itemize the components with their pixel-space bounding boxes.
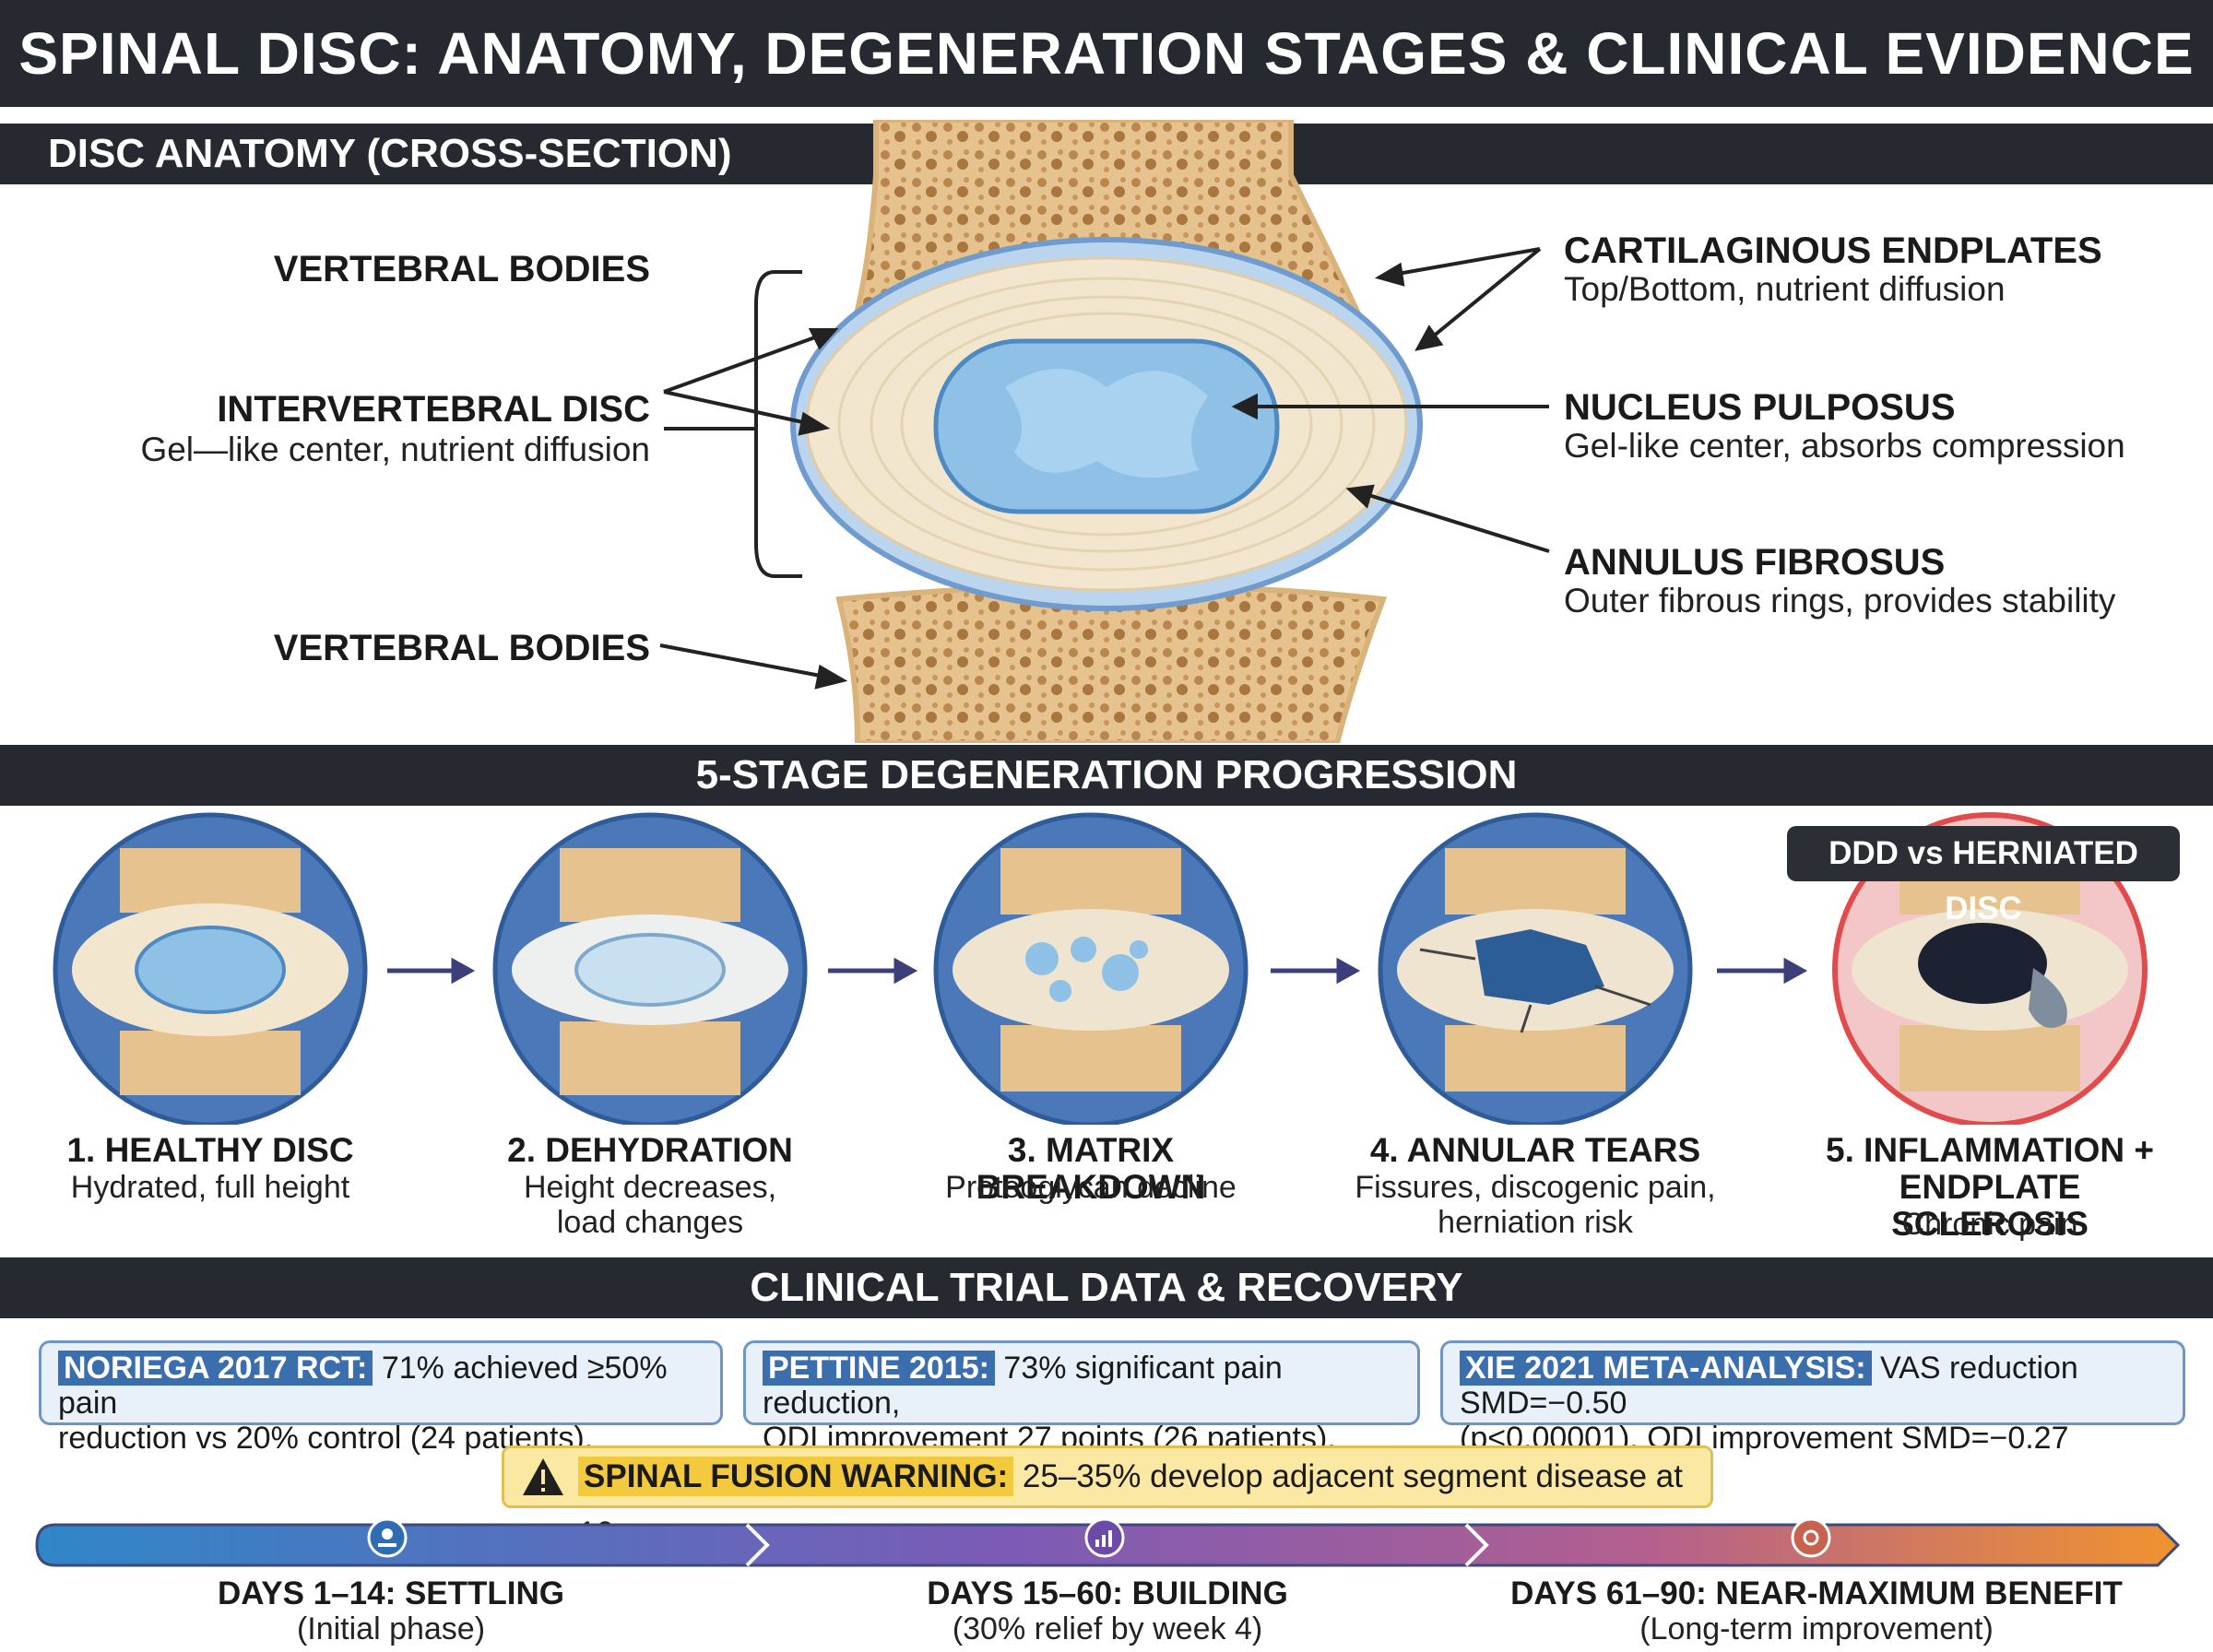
label-annulus-fibrosus-sub: Outer fibrous rings, provides stability (1564, 582, 2116, 620)
trial-card-pettine: PETTINE 2015: 73% significant pain reduc… (743, 1340, 1420, 1456)
stage-3-desc: Proteoglycan decline (945, 1170, 1237, 1205)
building-chart-icon (1084, 1517, 1125, 1558)
trial-key: NORIEGA 2017 RCT: (58, 1351, 373, 1386)
timeline-phase-1-desc: (Initial phase) (296, 1611, 486, 1646)
stage-5-title: 5. INFLAMMATION + (1826, 1131, 2154, 1169)
trial-text: 73% significant pain reduction, (763, 1351, 1283, 1421)
label-annulus-fibrosus: ANNULUS FIBROSUS (1564, 542, 1946, 583)
stage-2-desc: Height decreases, (523, 1170, 777, 1205)
stage-5-title-2: ENDPLATE SCLEROSIS (1891, 1168, 2089, 1243)
stage-5-inflammation-icon (1832, 812, 2148, 1125)
label-nucleus-pulposus: NUCLEUS PULPOSUS (1564, 387, 1956, 428)
warning-key: SPINAL FUSION WARNING: (578, 1457, 1014, 1496)
page-title: SPINAL DISC: ANATOMY, DEGENERATION STAGE… (0, 0, 2213, 107)
trial-text: VAS reduction SMD=−0.50 (1460, 1351, 2078, 1421)
trial-key: PETTINE 2015: (763, 1351, 995, 1386)
trial-card-xie: XIE 2021 META-ANALYSIS: VAS reduction SM… (1440, 1340, 2185, 1491)
timeline-phase-2-desc: (30% relief by week 4) (952, 1611, 1263, 1646)
timeline-phase-3-title: DAYS 61–90: NEAR-MAXIMUM BENEFIT (1510, 1575, 2123, 1611)
label-intervertebral-disc-sub: Gel—like center, nutrient diffusion (140, 431, 650, 468)
label-cartilaginous-endplates-sub: Top/Bottom, nutrient diffusion (1564, 270, 2006, 308)
trial-text: 71% achieved ≥50% pain (58, 1351, 668, 1421)
timeline-phase-2-title: DAYS 15–60: BUILDING (927, 1575, 1288, 1611)
timeline-phase-1-title: DAYS 1–14: SETTLING (217, 1575, 565, 1611)
fusion-warning: SPINAL FUSION WARNING: 25–35% develop ad… (502, 1446, 1713, 1552)
trial-card-noriega: NORIEGA 2017 RCT: 71% achieved ≥50% pain… (39, 1340, 723, 1456)
degeneration-stages-illustration (53, 812, 2148, 1125)
label-vertebral-bodies-top: VERTEBRAL BODIES (273, 249, 650, 289)
label-nucleus-pulposus-sub: Gel-like center, absorbs compression (1564, 427, 2125, 465)
timeline-phase-3-desc: (Long-term improvement) (1639, 1611, 1994, 1646)
stage-3-matrix-breakdown-icon (933, 812, 1249, 1125)
stage-4-title: 4. ANNULAR TEARS (1369, 1131, 1701, 1169)
stage-3-title: 3. MATRIX BREAKDOWN (976, 1131, 1206, 1206)
stage-2-desc-2: load changes (556, 1205, 744, 1240)
trial-key: XIE 2021 META-ANALYSIS: (1460, 1351, 1872, 1386)
label-cartilaginous-endplates: CARTILAGINOUS ENDPLATES (1564, 230, 2102, 271)
disc-anatomy-illustration (659, 120, 1550, 743)
stage-1-desc: Hydrated, full height (70, 1170, 350, 1205)
label-vertebral-bodies-bottom: VERTEBRAL BODIES (273, 628, 650, 668)
stage-4-annular-tears-icon (1378, 812, 1693, 1125)
settling-icon (367, 1517, 408, 1558)
stage-4-desc-2: herniation risk (1438, 1205, 1633, 1240)
section-clinical-header: CLINICAL TRIAL DATA & RECOVERY (0, 1257, 2213, 1318)
label-intervertebral-disc: INTERVERTEBRAL DISC (217, 389, 650, 430)
benefit-icon (1791, 1517, 1831, 1558)
section-stages-header: 5-STAGE DEGENERATION PROGRESSION (0, 745, 2213, 806)
stage-2-title: 2. DEHYDRATION (507, 1131, 793, 1169)
stage-4-desc: Fissures, discogenic pain, (1355, 1170, 1716, 1205)
stage-1-healthy-disc-icon (53, 812, 368, 1125)
warning-icon (523, 1458, 563, 1495)
stage-5-desc: Chronic pain (1901, 1207, 2078, 1242)
stage-2-dehydration-icon (492, 812, 808, 1125)
ddd-vs-herniated-badge: DDD vs HERNIATED DISC (1787, 826, 2180, 926)
stage-1-title: 1. HEALTHY DISC (66, 1131, 354, 1169)
